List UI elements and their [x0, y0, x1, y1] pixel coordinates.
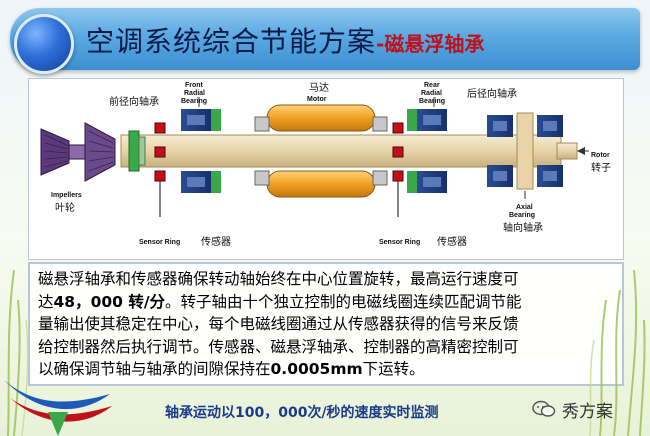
label-axial-cn: 轴向轴承 — [503, 221, 543, 234]
label-rear-en-2: Radial — [421, 90, 442, 97]
wechat-icon — [532, 400, 556, 418]
watermark: 秀方案 — [532, 396, 613, 422]
rear-radial-bearing — [407, 109, 447, 193]
rotor-arrow-icon — [577, 147, 585, 155]
description-line-1: 磁悬浮轴承和传感器确保转动轴始终在中心位置旋转，最高运行速度可 — [38, 270, 519, 288]
title-bar — [10, 8, 640, 70]
label-front-en-3: Bearing — [181, 98, 207, 105]
slide-title: 空调系统综合节能方案-磁悬浮轴承 — [86, 22, 484, 62]
label-rear-en-3: Bearing — [419, 98, 445, 105]
title-separator: - — [376, 32, 385, 56]
title-subtitle: 磁悬浮轴承 — [384, 32, 485, 56]
label-sensor-ring-1: Sensor Ring — [139, 239, 180, 246]
desc-line2-c: 。转子轴由十个独立控制的电磁线圈连续匹配调节能 — [165, 292, 522, 311]
description-line-3: 量输出使其稳定在中心，每个电磁线圈通过从传感器获得的信号来反馈 — [38, 315, 519, 333]
description-line-2: 达48，000 转/分。转子轴由十个独立控制的电磁线圈连续匹配调节能 — [38, 291, 614, 314]
title-orb-icon — [14, 14, 74, 74]
impellers — [40, 122, 116, 182]
label-rear-cn: 后径向轴承 — [467, 87, 517, 100]
label-sensor-cn-2: 传感器 — [437, 235, 467, 248]
label-motor-en: Motor — [307, 96, 327, 103]
label-rear-en-1: Rear — [424, 82, 440, 89]
label-front-en-2: Radial — [184, 90, 205, 97]
front-radial-bearing — [181, 109, 221, 193]
label-axial-en-2: Bearing — [509, 212, 535, 219]
rotor-shaft — [120, 134, 562, 168]
label-front-en-1: Front — [185, 82, 204, 89]
sensor-ring-front — [154, 122, 166, 217]
watermark-text: 秀方案 — [562, 401, 613, 422]
shaft-collar — [138, 136, 146, 166]
sensor-ring-rear — [392, 122, 404, 217]
label-impellers-en: Impellers — [51, 192, 82, 199]
motor — [254, 104, 388, 198]
label-front-cn: 前径向轴承 — [109, 95, 159, 108]
description-line-5: 以确保调节轴与轴承的间隙保持在0.0005mm下运转。 — [38, 358, 614, 381]
bearing-diagram: Front Radial Bearing 前径向轴承 马达 Motor Rear… — [28, 78, 624, 260]
label-impellers-cn: 叶轮 — [55, 201, 75, 214]
desc-line2-a: 达 — [38, 292, 54, 311]
monitor-text: 轴承运动以100，000次/秒的速度实时监测 — [165, 405, 439, 421]
desc-max-speed: 48，000 转/分 — [53, 292, 165, 311]
description-box: 磁悬浮轴承和传感器确保转动轴始终在中心位置旋转，最高运行速度可 达48，000 … — [28, 262, 624, 386]
desc-line5-c: 下运转。 — [362, 360, 425, 378]
bearing-diagram-svg: Front Radial Bearing 前径向轴承 马达 Motor Rear… — [40, 82, 611, 248]
title-main: 空调系统综合节能方案 — [86, 25, 377, 58]
label-axial-en-1: Axial — [516, 204, 533, 211]
shaft-coupling — [128, 130, 140, 172]
label-rotor-en: Rotor — [591, 152, 610, 159]
label-sensor-ring-2: Sensor Ring — [379, 239, 420, 246]
rotor-shaft-end — [556, 142, 578, 160]
label-sensor-cn-1: 传感器 — [201, 235, 231, 248]
label-motor-cn: 马达 — [309, 82, 329, 94]
axial-bearing — [487, 112, 563, 190]
desc-line5-a: 以确保调节轴与轴承的间隙保持在 — [38, 360, 271, 378]
desc-gap-value: 0.0005mm — [270, 360, 363, 378]
description-line-4: 给控制器然后执行调节。传感器、磁悬浮轴承、控制器的高精密控制可 — [38, 337, 519, 356]
company-logo — [4, 380, 112, 436]
label-rotor-cn: 转子 — [591, 161, 611, 174]
